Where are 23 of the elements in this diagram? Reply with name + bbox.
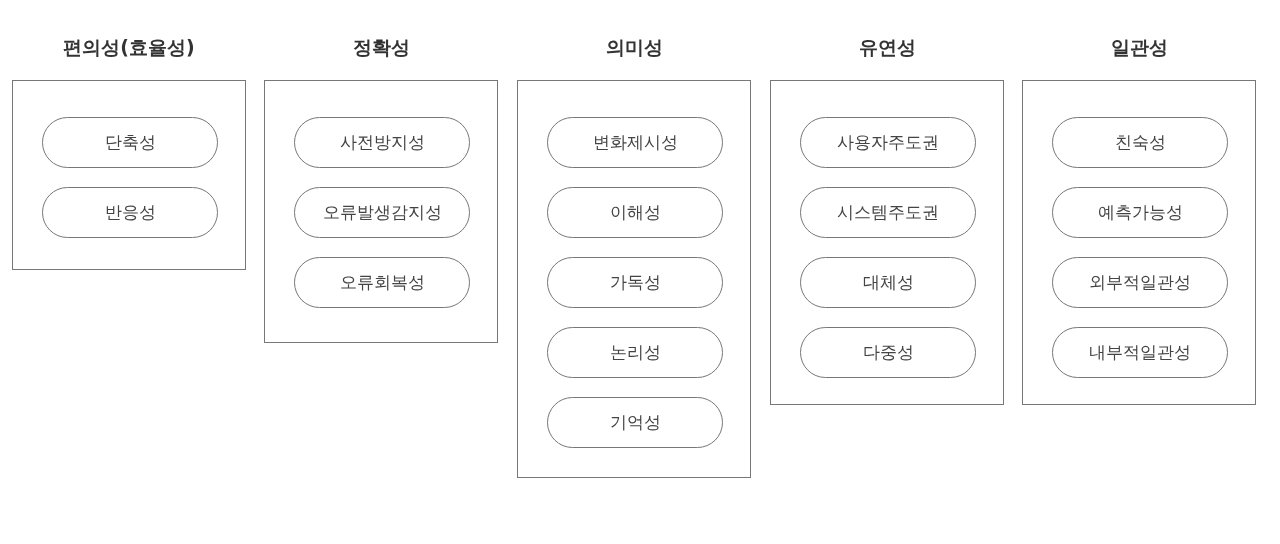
category-heading: 유연성 [857,35,917,60]
item-pill: 예측가능성 [1052,187,1228,238]
category-heading: 일관성 [1109,35,1169,60]
item-pill: 가독성 [547,257,723,308]
item-pill: 오류회복성 [294,257,470,308]
item-pill: 단축성 [42,117,218,168]
category-heading: 정확성 [351,35,411,60]
item-pill: 논리성 [547,327,723,378]
item-pill: 변화제시성 [547,117,723,168]
item-pill: 사전방지성 [294,117,470,168]
item-pill: 이해성 [547,187,723,238]
item-pill: 오류발생감지성 [294,187,470,238]
item-pill: 내부적일관성 [1052,327,1228,378]
item-pill: 대체성 [800,257,976,308]
item-pill: 외부적일관성 [1052,257,1228,308]
item-pill: 친숙성 [1052,117,1228,168]
category-heading: 의미성 [604,35,664,60]
item-pill: 반응성 [42,187,218,238]
item-pill: 다중성 [800,327,976,378]
item-pill: 시스템주도권 [800,187,976,238]
item-pill: 기억성 [547,397,723,448]
category-heading: 편의성(효율성) [62,35,196,60]
item-pill: 사용자주도권 [800,117,976,168]
